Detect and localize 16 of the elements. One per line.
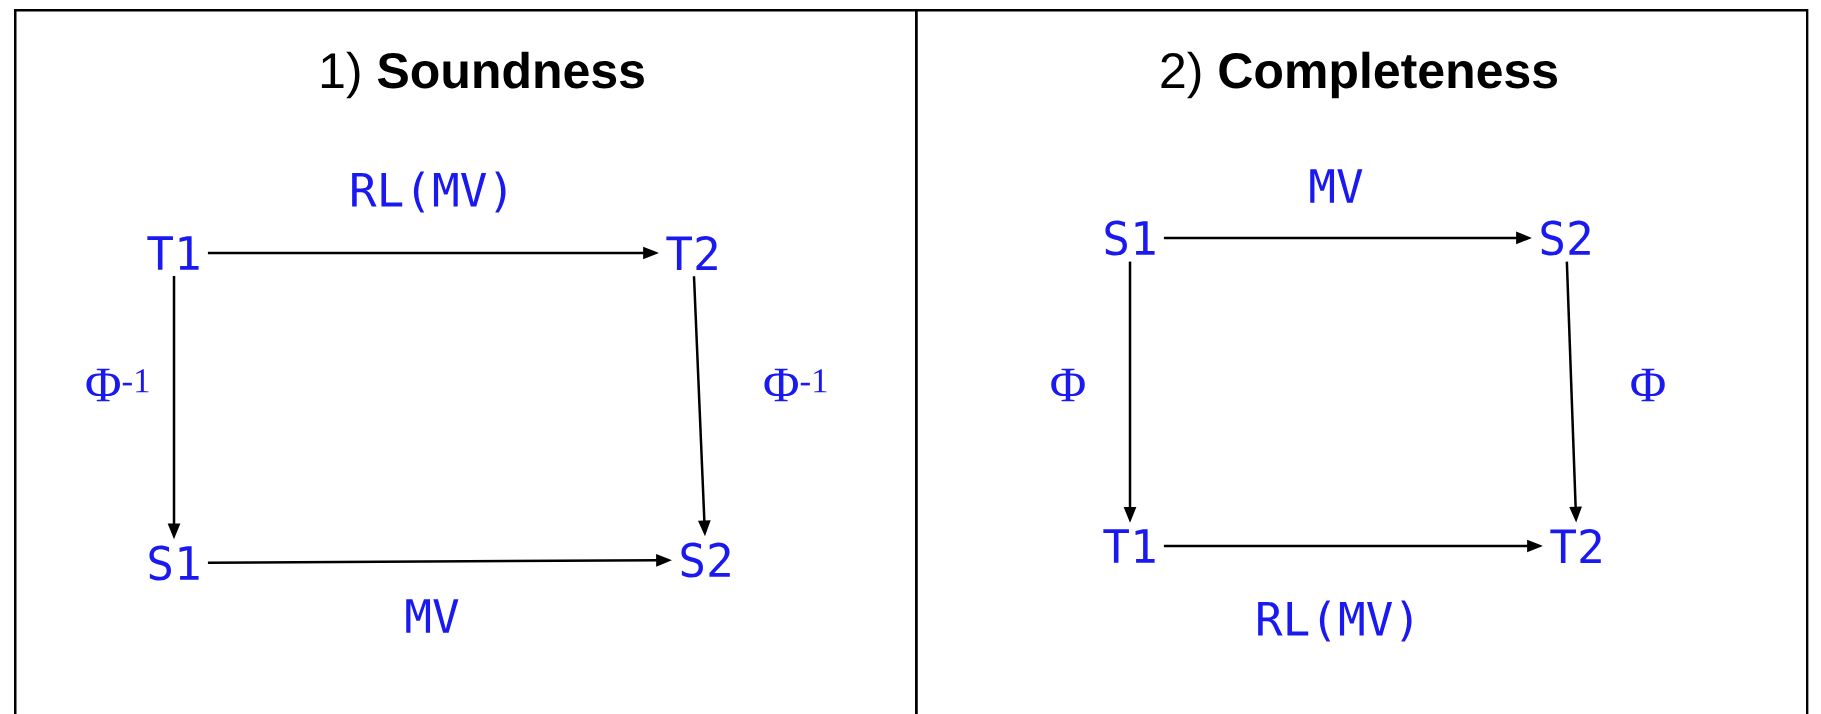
node-label: S2 [681, 542, 730, 578]
node-label: T2 [666, 235, 717, 271]
node-label: T1 [147, 236, 199, 270]
node-label: T2 [1550, 528, 1601, 564]
edge-label: Φ$^{-1}$ [764, 368, 827, 402]
node-label: S1 [149, 545, 199, 581]
node-label: S2 [1541, 220, 1590, 256]
node-label: S1 [1105, 220, 1155, 256]
edge-label: Φ [1051, 368, 1085, 402]
edge-label: Φ [1631, 368, 1665, 402]
edge-label: RL(MV) [352, 171, 506, 213]
edge-label: MV [406, 599, 459, 633]
node-label: T1 [1103, 529, 1155, 563]
edge-label: RL(MV) [1258, 600, 1412, 642]
edge-label: MV [1310, 169, 1363, 203]
edge-label: Φ$^{-1}$ [86, 368, 149, 402]
